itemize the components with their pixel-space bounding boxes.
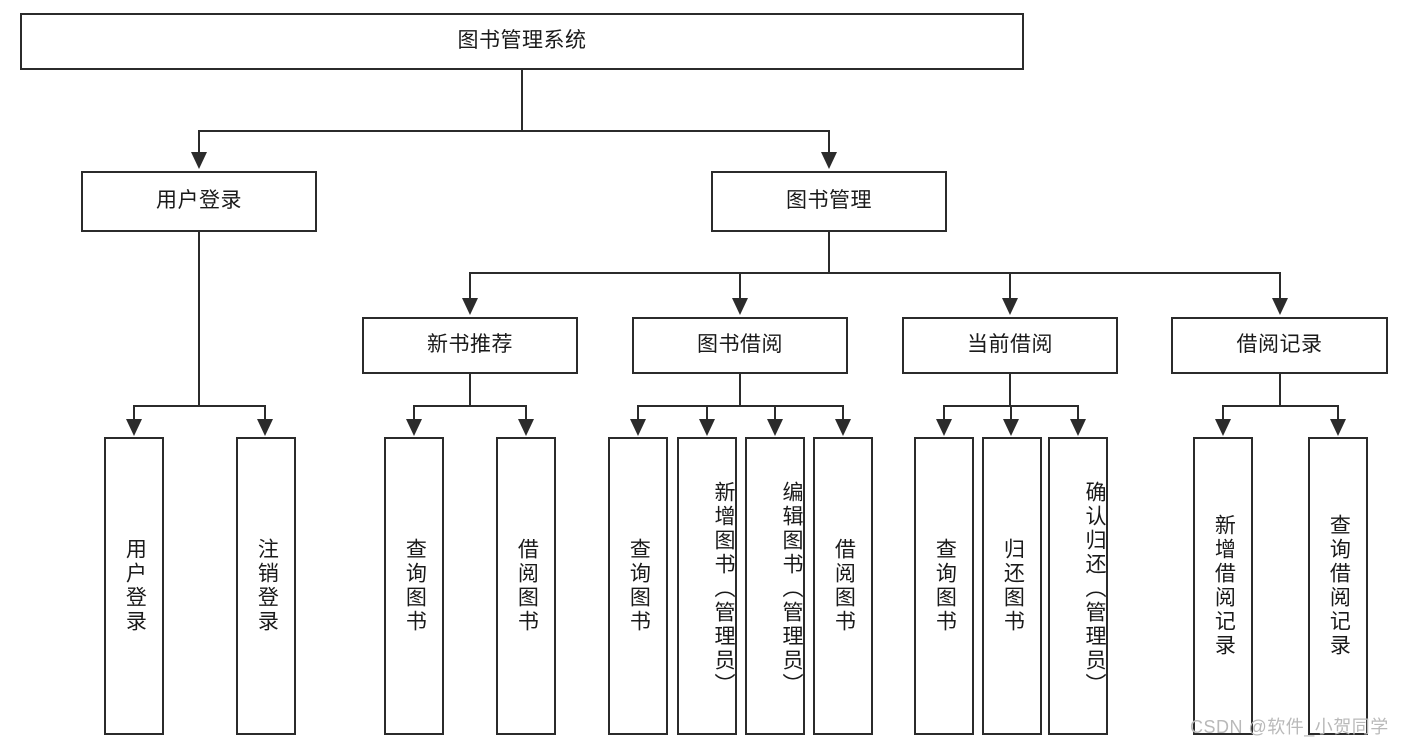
connector-newbook-drop-2 (525, 405, 527, 420)
node-label: 新增借阅记录 (1212, 514, 1236, 658)
connector-userlogin-stem (198, 232, 200, 405)
connector-bookmanage-stem (828, 232, 830, 272)
leaf-add-book-admin[interactable]: 新增图书（管理员） (677, 437, 737, 735)
connector-newbook-drop-1 (413, 405, 415, 420)
connector-bookborrow-bar (637, 405, 843, 407)
connector-bookmanage-bar (469, 272, 1280, 274)
leaf-borrow-book[interactable]: 借阅图书 (813, 437, 873, 735)
node-label: 用户登录 (156, 189, 242, 213)
node-label: 查询图书 (627, 538, 651, 634)
connector-borrowrecord-bar (1222, 405, 1338, 407)
leaf-return-book[interactable]: 归还图书 (982, 437, 1042, 735)
connector-borrowrecord-drop-2 (1337, 405, 1339, 420)
connector-bookborrow-drop-3 (774, 405, 776, 420)
connector-bookborrow-stem (739, 374, 741, 405)
arrow-to-user-login (191, 152, 207, 169)
leaf-confirm-return-admin[interactable]: 确认归还（管理员） (1048, 437, 1108, 735)
arrow-to-bookborrow-leaf-2 (699, 419, 715, 436)
node-label: 新增图书（管理员） (712, 481, 735, 697)
leaf-add-borrow-record[interactable]: 新增借阅记录 (1193, 437, 1253, 735)
connector-bookmanage-drop-4 (1279, 272, 1281, 299)
arrow-to-currentborrow-leaf-3 (1070, 419, 1086, 436)
connector-root-drop-right (828, 130, 830, 153)
arrow-to-bookborrow-leaf-1 (630, 419, 646, 436)
connector-currentborrow-stem (1009, 374, 1011, 405)
arrow-to-logout-leaf (257, 419, 273, 436)
node-label: 归还图书 (1001, 538, 1025, 634)
node-label: 查询借阅记录 (1327, 514, 1351, 658)
node-label: 借阅图书 (832, 538, 856, 634)
connector-borrowrecord-stem (1279, 374, 1281, 405)
connector-newbook-bar (413, 405, 527, 407)
node-borrow-record[interactable]: 借阅记录 (1171, 317, 1388, 374)
node-label: 图书管理 (786, 189, 872, 213)
arrow-to-bookborrow-leaf-4 (835, 419, 851, 436)
node-label: 图书管理系统 (457, 29, 587, 53)
connector-bookmanage-drop-1 (469, 272, 471, 299)
leaf-query-book-recommend[interactable]: 查询图书 (384, 437, 444, 735)
connector-bookborrow-drop-2 (706, 405, 708, 420)
connector-newbook-stem (469, 374, 471, 405)
node-label: 查询图书 (403, 538, 427, 634)
node-current-borrow[interactable]: 当前借阅 (902, 317, 1118, 374)
node-label: 新书推荐 (427, 333, 513, 357)
connector-root-bar (198, 130, 830, 132)
leaf-query-borrow-record[interactable]: 查询借阅记录 (1308, 437, 1368, 735)
node-new-book-recommend[interactable]: 新书推荐 (362, 317, 578, 374)
node-label: 注销登录 (255, 538, 279, 634)
arrow-to-user-login-leaf (126, 419, 142, 436)
leaf-user-login[interactable]: 用户登录 (104, 437, 164, 735)
arrow-to-borrowrecord-leaf-1 (1215, 419, 1231, 436)
arrow-to-borrow-record (1272, 298, 1288, 315)
leaf-query-book-borrow[interactable]: 查询图书 (608, 437, 668, 735)
arrow-to-current-borrow (1002, 298, 1018, 315)
leaf-logout[interactable]: 注销登录 (236, 437, 296, 735)
arrow-to-book-borrow (732, 298, 748, 315)
arrow-to-newbook-leaf-2 (518, 419, 534, 436)
connector-currentborrow-drop-1 (943, 405, 945, 420)
leaf-borrow-book-recommend[interactable]: 借阅图书 (496, 437, 556, 735)
node-label: 当前借阅 (967, 333, 1053, 357)
arrow-to-new-book-recommend (462, 298, 478, 315)
node-book-manage[interactable]: 图书管理 (711, 171, 947, 232)
node-label: 图书借阅 (697, 333, 783, 357)
node-label: 用户登录 (123, 538, 147, 634)
arrow-to-newbook-leaf-1 (406, 419, 422, 436)
leaf-edit-book-admin[interactable]: 编辑图书（管理员） (745, 437, 805, 735)
node-label: 确认归还（管理员） (1083, 481, 1106, 697)
connector-root-drop-left (198, 130, 200, 153)
connector-userlogin-drop-1 (133, 405, 135, 420)
node-label: 借阅图书 (515, 538, 539, 634)
connector-bookborrow-drop-4 (842, 405, 844, 420)
connector-bookmanage-drop-2 (739, 272, 741, 299)
arrow-to-borrowrecord-leaf-2 (1330, 419, 1346, 436)
connector-bookmanage-drop-3 (1009, 272, 1011, 299)
node-book-borrow[interactable]: 图书借阅 (632, 317, 848, 374)
leaf-query-book-current[interactable]: 查询图书 (914, 437, 974, 735)
connector-bookborrow-drop-1 (637, 405, 639, 420)
connector-borrowrecord-drop-1 (1222, 405, 1224, 420)
node-label: 查询图书 (933, 538, 957, 634)
arrow-to-bookborrow-leaf-3 (767, 419, 783, 436)
arrow-to-book-manage (821, 152, 837, 169)
connector-currentborrow-drop-3 (1077, 405, 1079, 420)
node-label: 借阅记录 (1236, 333, 1323, 357)
arrow-to-currentborrow-leaf-1 (936, 419, 952, 436)
connector-userlogin-drop-2 (264, 405, 266, 420)
node-root-system[interactable]: 图书管理系统 (20, 13, 1024, 70)
node-label: 编辑图书（管理员） (780, 481, 803, 697)
node-user-login[interactable]: 用户登录 (81, 171, 317, 232)
connector-root-stem (521, 70, 523, 130)
connector-currentborrow-drop-2 (1010, 405, 1012, 420)
arrow-to-currentborrow-leaf-2 (1003, 419, 1019, 436)
connector-userlogin-bar (133, 405, 265, 407)
